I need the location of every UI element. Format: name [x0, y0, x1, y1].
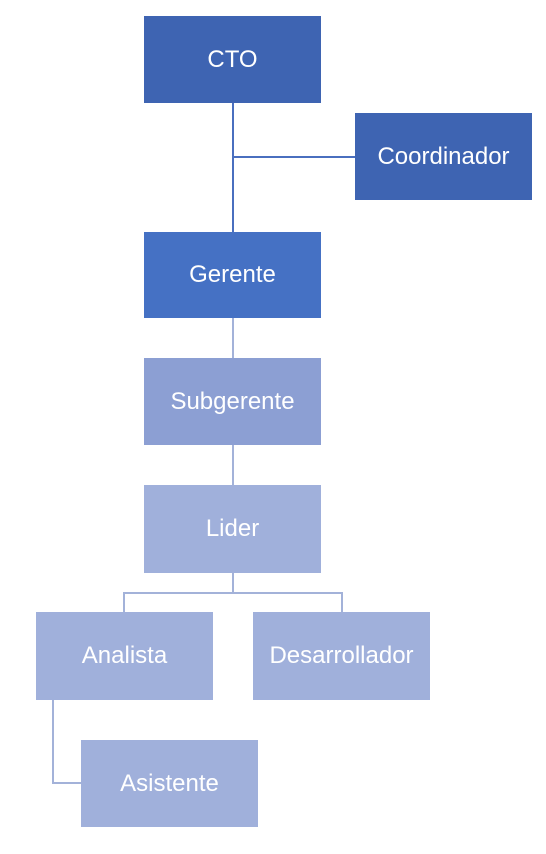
node-label-desarrollador: Desarrollador [269, 642, 414, 669]
node-subgerente[interactable]: Subgerente [144, 358, 321, 445]
node-coordinador[interactable]: Coordinador [355, 113, 532, 200]
node-gerente[interactable]: Gerente [144, 232, 321, 318]
connector-lider-analista [123, 592, 233, 612]
node-desarrollador[interactable]: Desarrollador [253, 612, 430, 700]
node-label-analista: Analista [81, 642, 168, 669]
node-lider[interactable]: Lider [144, 485, 321, 573]
node-label-cto: CTO [207, 45, 258, 73]
node-asistente[interactable]: Asistente [81, 740, 258, 827]
node-label-gerente: Gerente [189, 261, 276, 288]
node-label-asistente: Asistente [120, 769, 219, 797]
node-label-lider: Lider [205, 515, 260, 542]
connector-analista-asistente [52, 700, 81, 784]
node-cto[interactable]: CTO [144, 16, 321, 103]
node-label-coordinador: Coordinador [377, 142, 510, 170]
connector-lider-desarrollador [233, 592, 343, 612]
node-analista[interactable]: Analista [36, 612, 213, 700]
node-label-subgerente: Subgerente [170, 387, 295, 415]
